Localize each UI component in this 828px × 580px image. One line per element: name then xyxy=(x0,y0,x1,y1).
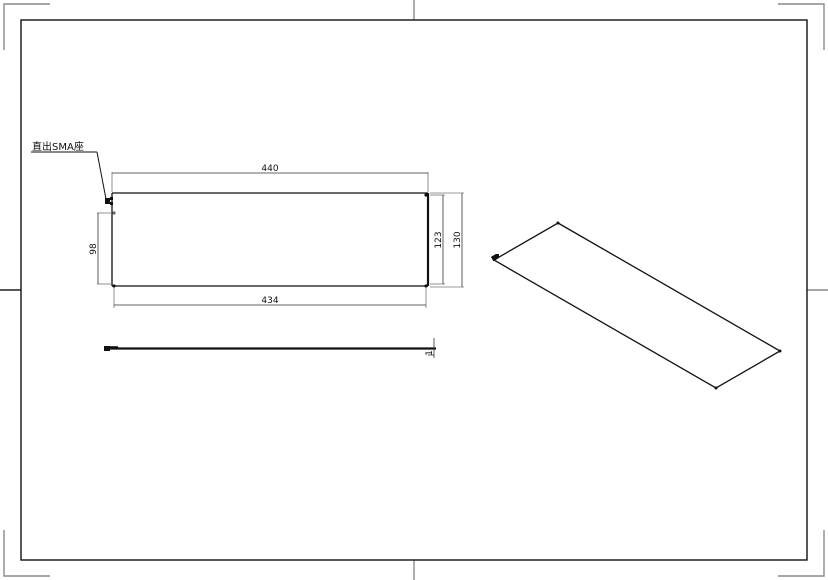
dimension-123: 123 xyxy=(434,231,444,248)
mounting-hole xyxy=(112,211,116,215)
corner-point xyxy=(556,221,560,225)
sma-connector-icon xyxy=(105,197,113,205)
mounting-hole xyxy=(424,193,428,197)
mounting-hole xyxy=(424,284,428,288)
dimension-130: 130 xyxy=(453,231,463,248)
sma-connector-iso-icon xyxy=(490,253,499,262)
leader-line xyxy=(96,151,107,200)
dimension-thickness: 1 xyxy=(425,350,435,356)
trim-mark-bottom-right xyxy=(778,530,825,577)
connector-label: 直出SMA座 xyxy=(32,140,84,153)
dimension-434: 434 xyxy=(261,296,278,306)
drawing-border xyxy=(20,19,808,561)
sma-connector-side-icon xyxy=(104,346,110,351)
mounting-hole xyxy=(112,284,116,288)
side-view: 1 xyxy=(104,338,436,358)
front-view: 直出SMA座 440 434 98 123 130 xyxy=(31,140,464,308)
dimension-440: 440 xyxy=(261,164,278,174)
isometric-view xyxy=(490,221,782,390)
corner-point xyxy=(714,386,718,390)
trim-mark-bottom-left xyxy=(3,530,50,577)
dimension-98: 98 xyxy=(89,243,99,255)
trim-mark-top-right xyxy=(778,3,825,50)
corner-point xyxy=(778,349,782,353)
isometric-plate xyxy=(492,222,782,389)
trim-mark-top-left xyxy=(3,3,50,50)
